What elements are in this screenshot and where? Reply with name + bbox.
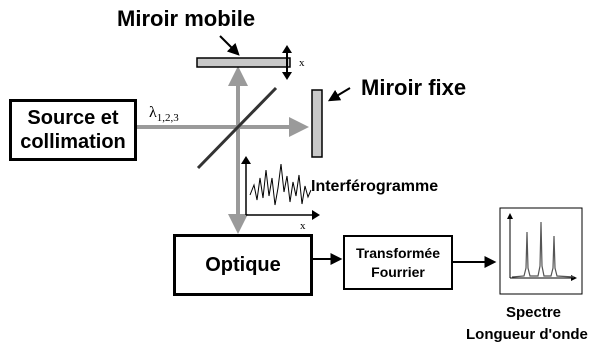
optique-label: Optique bbox=[205, 253, 281, 276]
moving-mirror bbox=[196, 57, 291, 68]
lambda-label: λ1,2,3 bbox=[149, 105, 179, 124]
fourier-transform-box: Transformée Fourrier bbox=[343, 235, 453, 290]
source-collimation-box: Source et collimation bbox=[9, 99, 137, 161]
miroir-mobile-label: Miroir mobile bbox=[117, 6, 256, 31]
interferogramme-label: Interférogramme bbox=[311, 178, 439, 195]
optique-box: Optique bbox=[173, 234, 313, 296]
spectrum-peaks bbox=[511, 221, 575, 278]
miroir-fixe-label: Miroir fixe bbox=[361, 75, 467, 100]
moving-mirror-displacement-arrow bbox=[282, 45, 292, 80]
lambda-subscript: 1,2,3 bbox=[156, 112, 179, 125]
tf-line-1: Transformée bbox=[355, 245, 441, 262]
interferogram-plot bbox=[241, 156, 320, 220]
pointer-miroir-fixe bbox=[327, 87, 351, 102]
source-line-1: Source et bbox=[27, 107, 119, 129]
tf-line-2: Fourrier bbox=[371, 263, 425, 280]
lambda-symbol: λ bbox=[149, 104, 157, 121]
beam-splitter bbox=[196, 86, 278, 170]
fixed-mirror bbox=[311, 89, 323, 158]
x-bottom-label: x bbox=[300, 220, 306, 232]
pointer-miroir-mobile bbox=[219, 35, 240, 56]
spectrum-plot bbox=[499, 207, 583, 295]
spectre-label: Spectre bbox=[506, 304, 562, 321]
longueur-onde-label: Longueur d'onde bbox=[466, 326, 588, 343]
x-top-label: x bbox=[299, 57, 305, 69]
interferogram-signal bbox=[249, 163, 312, 206]
light-beams bbox=[137, 66, 309, 234]
source-line-2: collimation bbox=[20, 131, 126, 153]
